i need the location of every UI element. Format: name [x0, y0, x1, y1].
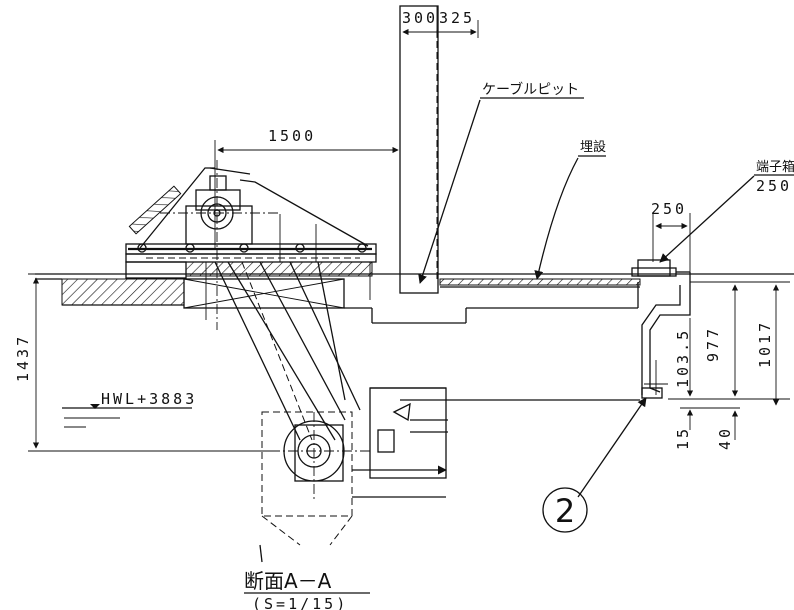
buried-leader	[534, 155, 606, 280]
callout-2-number: 2	[555, 492, 575, 530]
hwl-label: HWL+3883	[101, 390, 197, 408]
dim-325-label: 325	[439, 9, 475, 27]
terminal-box-leader	[659, 174, 794, 263]
dim-300-label: 300	[402, 9, 438, 27]
dimension-1500	[214, 140, 399, 250]
dim-1017-label: 1017	[756, 320, 774, 368]
gate-mechanism	[125, 160, 377, 330]
right-dimensions	[668, 281, 790, 440]
dim-1500-label: 1500	[268, 127, 316, 145]
terminal-box-label: 端子箱	[756, 159, 794, 175]
cable-run	[439, 278, 641, 288]
dim-103-5-label: 103.5	[674, 328, 692, 388]
section-a-a-detail	[259, 387, 640, 563]
dim-977-label: 977	[704, 326, 722, 362]
drive-links	[214, 261, 361, 441]
dimension-1437	[28, 273, 280, 452]
terminal-box	[631, 259, 691, 399]
ground-surface	[35, 273, 794, 306]
concrete-base	[183, 278, 639, 324]
cable-pit-column	[399, 5, 439, 294]
dim-15-label: 15	[674, 426, 692, 450]
dimension-250	[652, 213, 691, 272]
section-title: 断面A－A	[244, 569, 332, 593]
dim-250-label: 250	[651, 200, 687, 218]
section-scale: (S=1/15)	[252, 595, 348, 610]
hwl-marker	[62, 404, 192, 428]
cable-pit-label: ケーブルピット	[482, 81, 579, 98]
callout-2	[542, 397, 647, 533]
cable-pit-leader	[418, 97, 584, 284]
dim-1437-label: 1437	[14, 334, 32, 382]
buried-label: 埋設	[580, 139, 606, 155]
dim-250-top-label: 250	[756, 177, 792, 195]
dimension-300-325	[399, 6, 479, 38]
dim-40-label: 40	[716, 426, 734, 450]
